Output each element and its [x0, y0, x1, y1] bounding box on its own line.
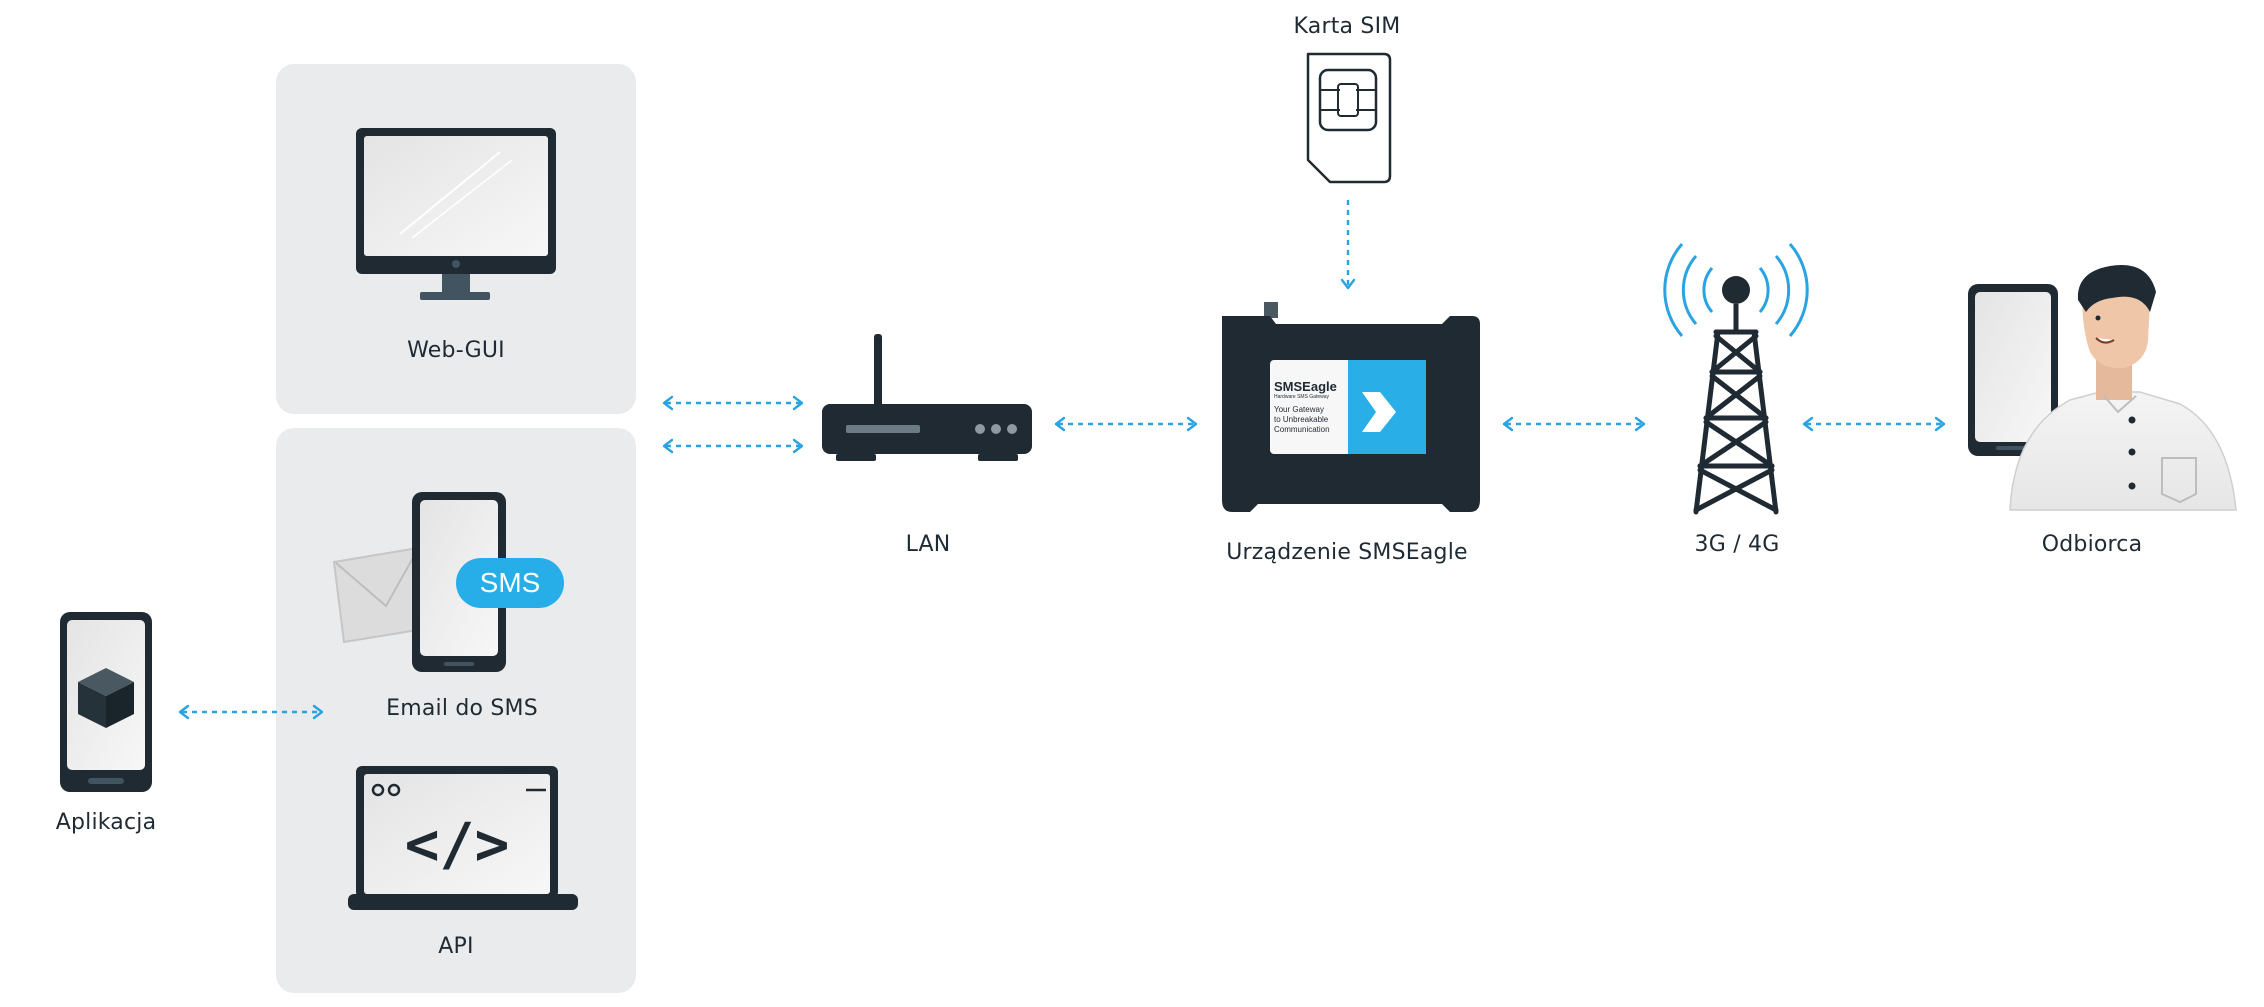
web-gui-label: Web-GUI: [407, 338, 505, 363]
monitor-icon: [356, 128, 556, 300]
device-brand: SMSEagle: [1274, 379, 1337, 394]
arrow-app-integrations: [178, 704, 324, 720]
device-label-card: SMSEagle Hardware SMS Gateway Your Gatew…: [1274, 380, 1348, 435]
cell-tower-icon: [1663, 243, 1809, 515]
device-label: Urządzenie SMSEagle: [1226, 540, 1468, 565]
device-tagline: Hardware SMS Gateway: [1274, 394, 1330, 400]
api-label: API: [438, 934, 474, 959]
network-label: 3G / 4G: [1694, 532, 1780, 557]
laptop-icon: [348, 766, 578, 910]
email-to-sms-label: Email do SMS: [386, 696, 538, 721]
person-icon: [2009, 265, 2237, 511]
device-slogan-3: Communication: [1274, 425, 1330, 434]
sms-badge-text: SMS: [479, 567, 541, 598]
app-cube-icon: [78, 668, 134, 728]
arrow-tower-recipient: [1802, 416, 1946, 432]
envelope-icon: [332, 546, 432, 644]
arrow-email-lan: [662, 438, 804, 454]
sim-card-icon: [1306, 52, 1392, 184]
sms-badge: [456, 558, 564, 608]
arrow-device-tower: [1502, 416, 1646, 432]
gateway-device-icon: [1222, 302, 1480, 512]
app-label: Aplikacja: [55, 810, 157, 835]
recipient-label: Odbiorca: [2041, 532, 2143, 557]
phone-icon: [1968, 284, 2058, 456]
arrow-sim-device: [1340, 200, 1356, 290]
device-slogan-2: to Unbreakable: [1274, 415, 1329, 424]
lan-label: LAN: [905, 532, 951, 557]
sim-card-label: Karta SIM: [1293, 14, 1401, 39]
router-icon: [822, 334, 1032, 461]
arrow-lan-device: [1054, 416, 1198, 432]
api-code-text: </>: [404, 810, 510, 878]
device-slogan-1: Your Gateway: [1274, 405, 1324, 414]
arrow-web-gui-lan: [662, 395, 804, 411]
